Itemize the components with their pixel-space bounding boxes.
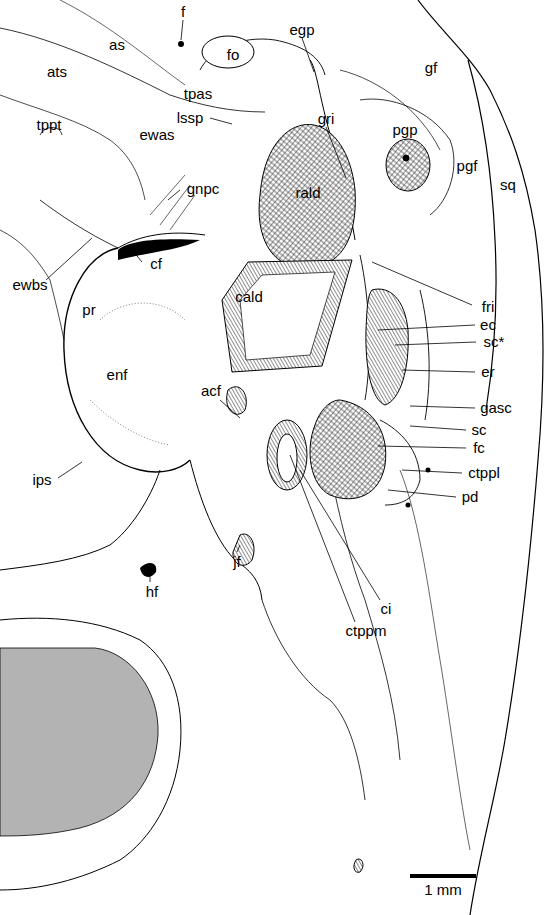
part-label: gasc [480,400,512,416]
leader-lines [46,20,476,622]
part-label: pgf [457,158,478,174]
bone-outlines [0,0,543,915]
part-label: pr [82,302,95,318]
part-label: ci [381,601,392,617]
part-label: ctppl [468,465,500,481]
part-label: fri [482,299,495,315]
part-label: gnpc [187,181,220,197]
part-label: tppt [36,117,61,133]
part-label: ats [47,64,67,80]
part-label: fc [473,440,485,456]
scale-bar [410,874,476,878]
part-label: fo [227,47,240,63]
part-label: acf [201,383,221,399]
part-label: enf [107,367,128,383]
part-label: sc [472,422,487,438]
part-label: ewas [139,127,174,143]
foramina [140,41,431,577]
part-label: pd [462,489,479,505]
part-label: ewbs [12,277,47,293]
part-label: ctppm [346,623,387,639]
grey-region [0,648,158,836]
hatched-structures [202,36,430,872]
part-label: ec [480,317,496,333]
part-label: ips [32,472,51,488]
part-label: gri [318,111,335,127]
part-label: f [181,4,185,20]
part-label: sq [500,177,516,193]
part-label: lssp [177,110,204,126]
part-label: rald [295,185,320,201]
part-label: hf [146,584,159,600]
part-label: cf [150,256,162,272]
part-label: jf [233,554,241,570]
part-label: er [481,364,494,380]
scale-label: 1 mm [424,882,462,898]
part-label: egp [289,22,314,38]
part-label: tpas [184,86,212,102]
part-label: sc* [484,334,505,350]
part-label: gf [425,60,438,76]
part-label: cald [235,289,263,305]
part-label: pgp [392,122,417,138]
part-label: as [109,37,125,53]
